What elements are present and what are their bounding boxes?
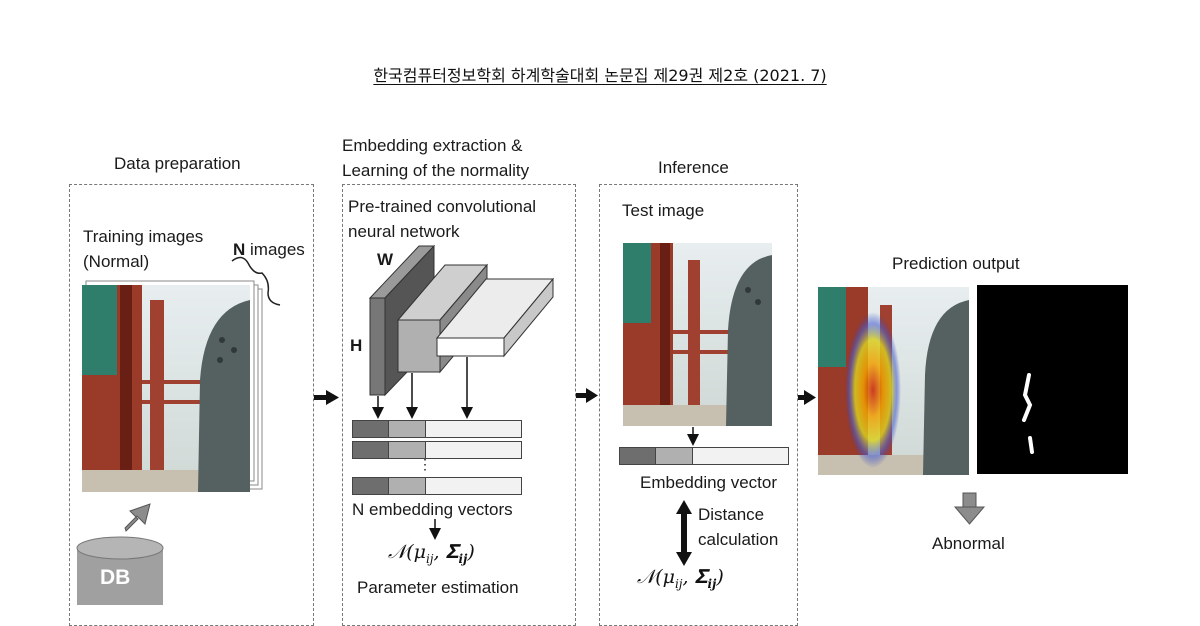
- training-images-label: Training images: [83, 227, 204, 246]
- embedding-vector-label: Embedding vector: [640, 473, 778, 492]
- training-image-front: [82, 285, 250, 492]
- cnn-label-line2: neural network: [348, 222, 460, 241]
- n-bold: N: [233, 240, 246, 259]
- n-images-rest: images: [245, 240, 305, 259]
- heatmap-image: [818, 287, 969, 475]
- binary-mask-image: [977, 285, 1128, 474]
- embedding-title-line2: Learning of the normality: [342, 161, 530, 180]
- training-image-stack: [82, 280, 263, 492]
- paper-header: 한국컴퓨터정보학회 하계학술대회 논문집 제29권 제2호 (2021. 7): [0, 62, 1200, 86]
- abnormal-label: Abnormal: [932, 534, 1005, 553]
- distance-label-line1: Distance: [698, 505, 765, 524]
- vector-ellipsis: ⋮: [418, 456, 432, 472]
- gaussian-formula-embedding: 𝒩(μij, 𝚺ij): [388, 541, 475, 566]
- cnn-width-label: W: [377, 250, 394, 269]
- n-images-label: N images: [233, 240, 305, 260]
- n-images-brace: [231, 256, 281, 306]
- distance-double-arrow: [676, 500, 692, 566]
- inference-title: Inference: [658, 158, 729, 177]
- db-upload-arrow: [124, 503, 151, 532]
- header-title: 한국컴퓨터정보학회 하계학술대회 논문집 제29권 제2호 (2021. 7): [373, 66, 827, 85]
- flow-arrow-1: [314, 390, 339, 405]
- diagram-graphics: [76, 243, 1128, 605]
- db-label: DB: [100, 566, 131, 589]
- embedding-title-line1: Embedding extraction &: [342, 136, 523, 155]
- gaussian-formula-inference: 𝒩(μij, 𝚺ij): [637, 566, 724, 591]
- embedding-vector-n: [352, 477, 522, 495]
- embedding-vector-1: [352, 420, 522, 438]
- test-embedding-vector: [619, 447, 789, 465]
- flow-arrow-3: [798, 390, 816, 405]
- flow-arrow-2: [576, 388, 598, 403]
- cnn-height-label: H: [350, 336, 363, 355]
- cnn-diagram: [368, 244, 555, 397]
- training-normal-label: (Normal): [83, 252, 150, 271]
- n-embedding-vectors-label: N embedding vectors: [352, 500, 513, 519]
- db-cylinder-icon: [76, 536, 164, 605]
- abnormal-down-arrow: [953, 492, 986, 525]
- cnn-label-line1: Pre-trained convolutional: [348, 197, 537, 216]
- parameter-estimation-label: Parameter estimation: [357, 578, 519, 597]
- data-preparation-title: Data preparation: [114, 154, 241, 173]
- prediction-output-title: Prediction output: [892, 254, 1020, 273]
- distance-label-line2: calculation: [698, 530, 779, 549]
- test-image-label: Test image: [622, 201, 705, 220]
- embedding-vector-2: [352, 441, 522, 459]
- test-image: [623, 243, 772, 426]
